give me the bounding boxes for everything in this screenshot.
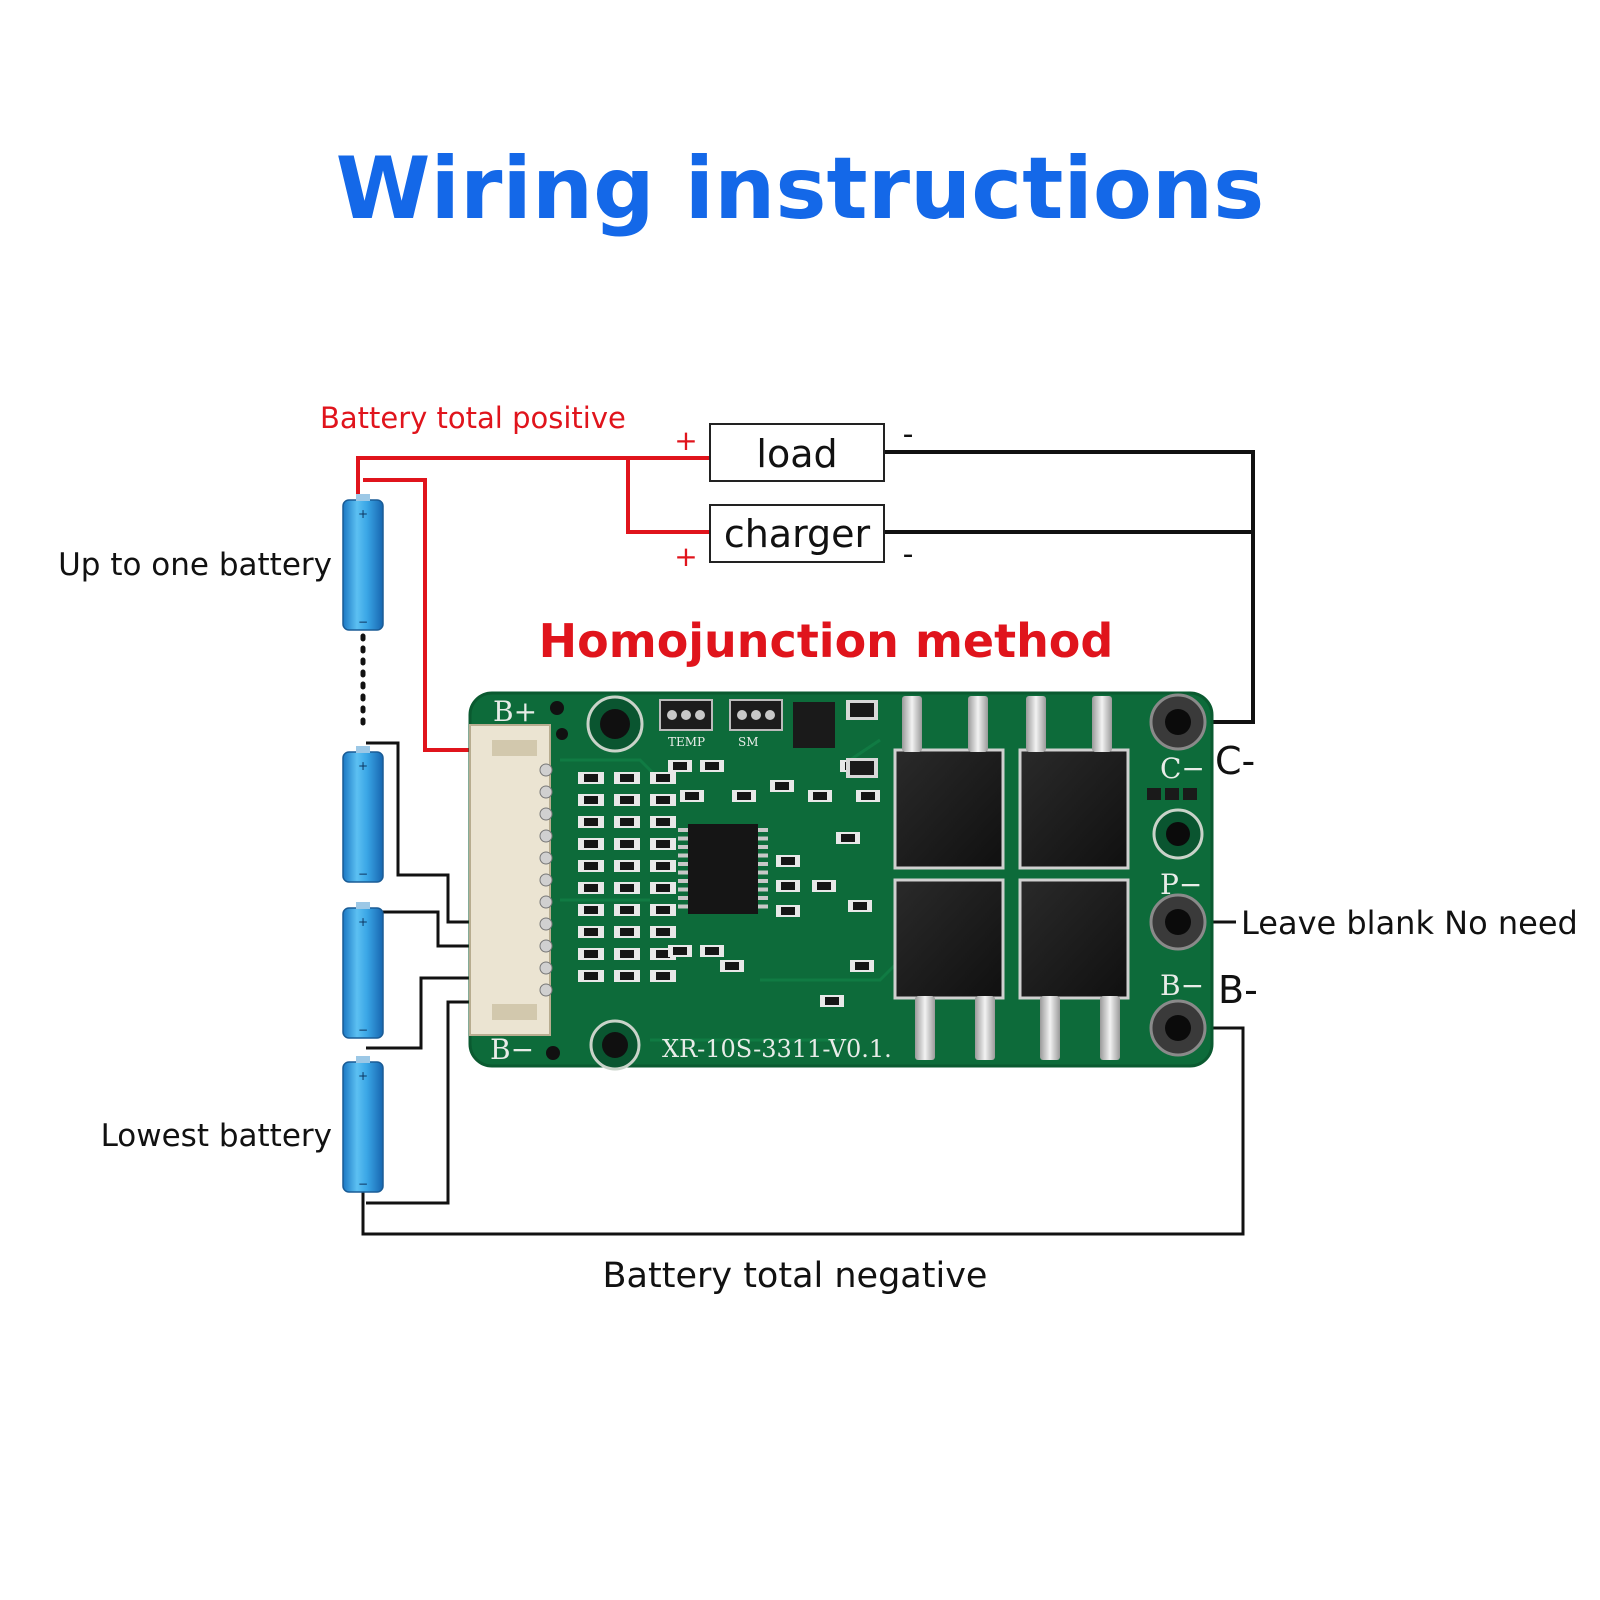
method-title: Homojunction method xyxy=(539,614,1114,668)
bms-pcb-board: B+ B− XR-10S-3311-V0.1. TEMP SM C− P− B− xyxy=(468,691,1214,1071)
positive-wires xyxy=(356,456,710,752)
load-label: load xyxy=(756,432,837,476)
pad-unused xyxy=(1152,808,1204,860)
battery-total-negative-label: Battery total negative xyxy=(603,1256,988,1296)
leave-blank-label: Leave blank No need xyxy=(1241,904,1578,942)
load-box: load xyxy=(709,423,885,482)
svg-text:+: + xyxy=(358,1069,368,1083)
mosfet-icon xyxy=(1018,748,1130,870)
lowest-battery-label: Lowest battery xyxy=(101,1118,332,1154)
mosfet-array xyxy=(893,696,1130,1060)
svg-text:−: − xyxy=(358,1177,368,1191)
mosfet-icon xyxy=(893,748,1005,870)
battery-total-positive-label: Battery total positive xyxy=(320,401,626,435)
charger-box: charger xyxy=(709,504,885,563)
sm-header xyxy=(729,699,783,731)
silk-temp: TEMP xyxy=(668,735,705,749)
charger-minus-sign: - xyxy=(903,537,914,572)
charger-label: charger xyxy=(724,512,871,556)
battery-cell-icon: +− xyxy=(342,1056,384,1193)
b-minus-label: B- xyxy=(1218,968,1258,1012)
silk-c-minus: C− xyxy=(1160,752,1205,785)
battery-cell-icon: +− xyxy=(342,902,384,1039)
svg-text:+: + xyxy=(358,915,368,929)
battery-cell-icon: +− xyxy=(342,494,384,631)
pad-c-minus xyxy=(1149,693,1207,751)
mounting-hole-bottom xyxy=(589,1019,641,1071)
up-to-one-battery-label: Up to one battery xyxy=(58,547,332,583)
load-plus-sign: + xyxy=(674,424,697,457)
page-title: Wiring instructions xyxy=(336,139,1265,239)
svg-text:−: − xyxy=(358,615,368,629)
svg-text:+: + xyxy=(358,759,368,773)
svg-text:−: − xyxy=(358,1023,368,1037)
svg-text:−: − xyxy=(358,867,368,881)
c-minus-label: C- xyxy=(1215,739,1255,783)
pad-p-minus xyxy=(1149,893,1207,951)
smd-components xyxy=(668,700,880,1007)
charger-plus-sign: + xyxy=(674,540,697,573)
silk-b-minus: B− xyxy=(490,1033,534,1066)
battery-cell-icon: +− xyxy=(342,746,384,883)
silk-sm: SM xyxy=(738,735,759,749)
load-minus-sign: - xyxy=(903,417,914,452)
silk-model: XR-10S-3311-V0.1. xyxy=(662,1035,892,1063)
pad-b-minus xyxy=(1149,999,1207,1057)
bms-controller-ic xyxy=(678,824,768,914)
balance-wires xyxy=(361,741,1245,1236)
silk-b-minus-right: B− xyxy=(1160,969,1204,1002)
silk-b-plus: B+ xyxy=(493,695,537,728)
negative-load-wires xyxy=(883,450,1255,724)
mosfet-icon xyxy=(893,878,1005,1000)
svg-text:+: + xyxy=(358,507,368,521)
mounting-hole-top xyxy=(586,695,644,753)
resistor-array xyxy=(578,772,676,982)
mosfet-icon xyxy=(1018,878,1130,1000)
temp-header xyxy=(659,699,713,731)
balance-connector xyxy=(469,724,553,1036)
battery-stack: +−+−+−+− xyxy=(342,494,384,1193)
diode-part xyxy=(793,702,835,748)
